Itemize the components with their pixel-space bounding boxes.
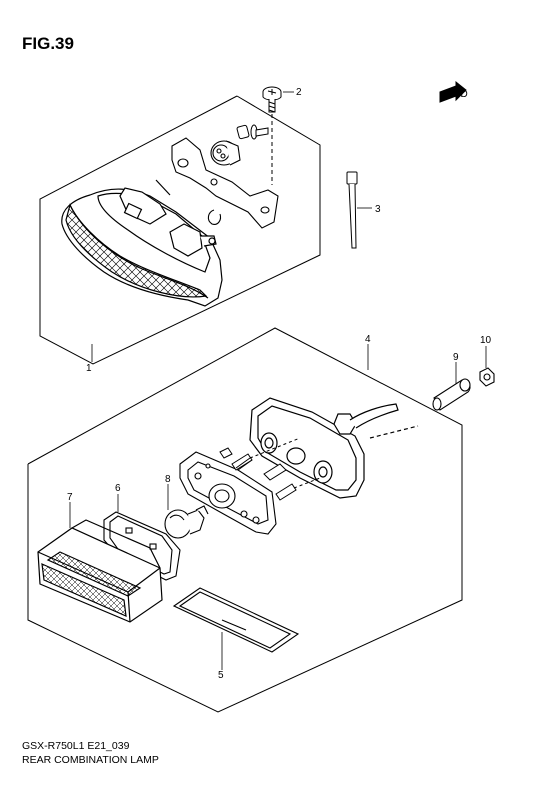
bulb-part-8 <box>164 505 209 539</box>
bulb-socket-upper <box>210 140 241 166</box>
cable-tie <box>346 171 358 249</box>
callout-8: 8 <box>165 474 171 485</box>
upper-assembly-frame <box>39 95 321 365</box>
mounting-studs <box>219 437 321 501</box>
callout-5: 5 <box>218 670 224 681</box>
callout-2: 2 <box>296 87 302 98</box>
fwd-label: FWD <box>445 89 468 100</box>
callout-3: 3 <box>375 204 381 215</box>
lens-part-7 <box>37 519 163 623</box>
fwd-arrow-icon: FWD <box>439 80 468 103</box>
leader-lines <box>69 91 487 670</box>
socket-plate <box>179 451 277 535</box>
figure-title: FIG.39 <box>22 34 74 53</box>
nut-part-10 <box>479 367 495 387</box>
tail-light-housing <box>61 179 223 307</box>
lower-assembly-frame <box>27 327 463 713</box>
callout-9: 9 <box>453 352 459 363</box>
lamp-base-housing <box>249 397 419 499</box>
screw-part-2 <box>262 86 282 185</box>
callout-1: 1 <box>86 363 92 374</box>
mounting-bracket <box>171 137 279 229</box>
callout-4: 4 <box>365 334 371 345</box>
footer-title: REAR COMBINATION LAMP <box>22 754 159 766</box>
callout-10: 10 <box>480 335 492 346</box>
callout-6: 6 <box>115 483 121 494</box>
footer-code: GSX-R750L1 E21_039 <box>22 740 130 752</box>
license-lens-part-5 <box>172 587 300 653</box>
footer: GSX-R750L1 E21_039 REAR COMBINATION LAMP <box>22 739 159 767</box>
callout-7: 7 <box>67 492 73 503</box>
collar-part-9 <box>432 378 471 411</box>
small-bolt <box>236 124 269 140</box>
